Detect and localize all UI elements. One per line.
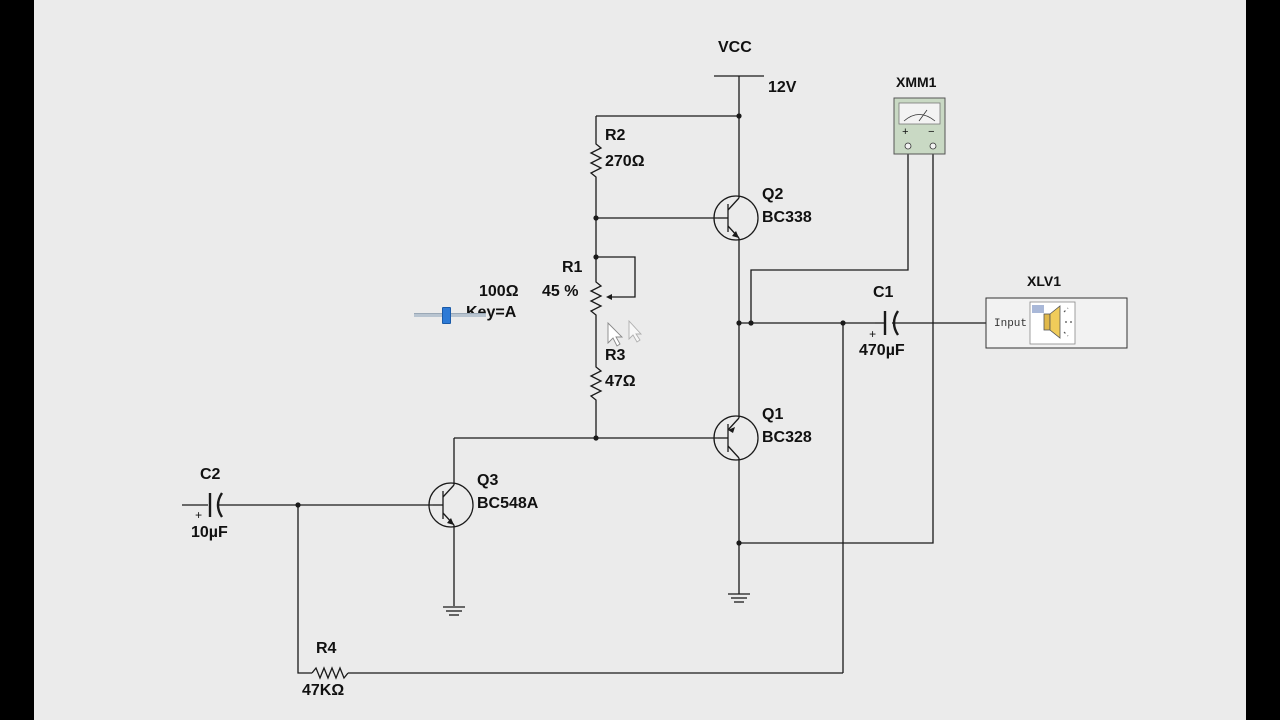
r1-potentiometer[interactable] (589, 278, 603, 320)
r4-name: R4 (316, 640, 337, 657)
speaker-xlv1[interactable] (985, 297, 1128, 349)
q2-part: BC338 (762, 209, 812, 226)
vcc-label: VCC (718, 39, 752, 56)
r4-value: 47KΩ (302, 682, 345, 699)
multimeter-minus-terminal: − (928, 127, 935, 139)
q3-name: Q3 (477, 472, 499, 489)
q3-transistor[interactable] (428, 482, 474, 528)
r2-value: 270Ω (605, 153, 645, 170)
q1-part: BC328 (762, 429, 812, 446)
junction-dots (295, 113, 846, 546)
q3-part: BC548A (477, 495, 539, 512)
r3-value: 47Ω (605, 373, 636, 390)
q2-transistor[interactable] (713, 195, 759, 241)
c2-value: 10µF (191, 524, 228, 541)
r2-resistor[interactable] (589, 138, 603, 182)
slider-thumb[interactable] (442, 307, 451, 324)
r2-name: R2 (605, 127, 626, 144)
r4-resistor[interactable] (311, 666, 349, 680)
speaker-label: XLV1 (1027, 273, 1061, 289)
multimeter-label: XMM1 (896, 74, 937, 90)
q1-transistor[interactable] (713, 415, 759, 461)
vcc-voltage-label: 12V (768, 79, 797, 96)
multimeter-xmm1[interactable] (893, 97, 946, 155)
cursor-arrow-icon (607, 319, 643, 347)
ground-symbol-q3 (443, 606, 465, 616)
r3-resistor[interactable] (589, 362, 603, 404)
multimeter-plus-terminal: + (902, 127, 909, 139)
r3-name: R3 (605, 347, 626, 364)
c1-value: 470µF (859, 342, 905, 359)
speaker-input-port: Input (994, 318, 1028, 330)
schematic-canvas[interactable]: VCC 12V XMM1 + − R2 270Ω Q2 BC338 R1 100… (34, 0, 1246, 720)
r1-percent: 45 % (542, 283, 579, 300)
ground-symbol-q1 (728, 593, 750, 603)
r1-value: 100Ω (479, 283, 519, 300)
r1-slider[interactable] (414, 307, 486, 324)
q2-name: Q2 (762, 186, 784, 203)
q1-name: Q1 (762, 406, 784, 423)
c2-name: C2 (200, 466, 221, 483)
c2-capacitor[interactable] (182, 492, 433, 518)
circuit-wires (182, 75, 1128, 680)
c2-polarity: + (195, 509, 203, 523)
c1-name: C1 (873, 284, 894, 301)
c1-polarity: + (869, 328, 877, 342)
r1-name: R1 (562, 259, 583, 276)
c1-capacitor[interactable] (875, 310, 986, 336)
